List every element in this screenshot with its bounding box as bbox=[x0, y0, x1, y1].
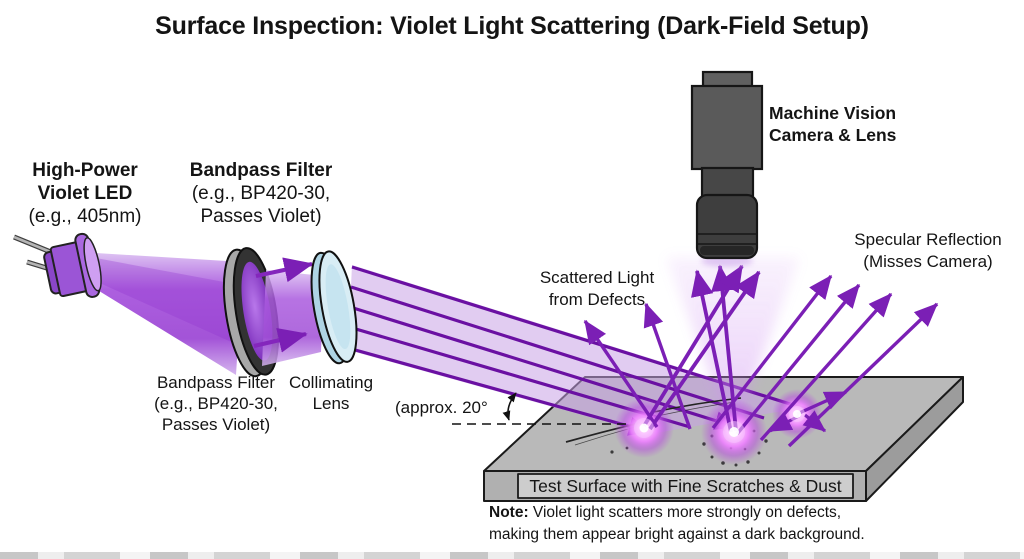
led-label: High-Power Violet LED (e.g., 405nm) bbox=[5, 159, 165, 228]
bottom-edge-strip bbox=[0, 552, 1024, 559]
scatter-arrow bbox=[642, 264, 744, 427]
specular-reflection-label: Specular Reflection (Misses Camera) bbox=[833, 229, 1023, 273]
bandpass-top-line1: Bandpass Filter bbox=[189, 160, 333, 181]
led-graphic bbox=[13, 232, 102, 298]
scattered-left-arrows bbox=[583, 302, 692, 430]
bandpass-bottom-line2: (e.g., BP420-30, bbox=[154, 394, 278, 413]
scatter-arrow bbox=[643, 302, 692, 430]
scatter-arrow bbox=[583, 319, 659, 428]
note-prefix: Note: bbox=[489, 504, 529, 521]
bandpass-top-line3: Passes Violet) bbox=[200, 206, 322, 227]
specular-arrow bbox=[711, 274, 833, 430]
led-body bbox=[43, 232, 102, 298]
bandpass-bottom-line1: Bandpass Filter bbox=[156, 373, 276, 392]
camera-label-line2: Camera & Lens bbox=[769, 125, 897, 145]
note-line2: making them appear bright against a dark… bbox=[489, 525, 865, 543]
beam-ray bbox=[349, 305, 738, 430]
specular-arrow bbox=[735, 283, 861, 436]
camera-label: Machine Vision Camera & Lens bbox=[769, 102, 896, 146]
led-light-cone bbox=[91, 253, 243, 375]
camera-body bbox=[690, 84, 764, 171]
diagram-title: Surface Inspection: Violet Light Scatter… bbox=[155, 12, 869, 40]
scattered-line1: Scattered Light bbox=[539, 268, 655, 287]
bandpass-bottom-line3: Passes Violet) bbox=[161, 415, 271, 434]
glow-spot-cores bbox=[634, 406, 805, 443]
angle-annotation bbox=[452, 392, 632, 425]
bandpass-filter-label-top: Bandpass Filter (e.g., BP420-30, Passes … bbox=[171, 159, 351, 228]
led-label-line1: High-Power bbox=[32, 160, 138, 181]
camera-neck bbox=[700, 166, 755, 198]
collimating-lens-graphic bbox=[310, 250, 358, 365]
scatter-arrow bbox=[802, 410, 826, 433]
test-surface-label: Test Surface with Fine Scratches & Dust bbox=[529, 476, 842, 496]
angle-arc-arrow bbox=[502, 392, 517, 421]
bandpass-top-line2: (e.g., BP420-30, bbox=[191, 183, 331, 204]
collimating-lens-label: Collimating Lens bbox=[281, 372, 381, 414]
scatter-arrow bbox=[691, 269, 733, 433]
angle-label: (approx. 20° bbox=[395, 398, 488, 417]
camera-lens-barrel bbox=[695, 193, 759, 260]
camera-top-cap bbox=[701, 70, 754, 89]
scattered-line2: from Defects bbox=[548, 290, 646, 309]
led-label-line2: Violet LED bbox=[37, 183, 133, 204]
collimating-line1: Collimating bbox=[288, 373, 374, 392]
specular-line2: (Misses Camera) bbox=[863, 252, 993, 271]
beam-arrow bbox=[253, 327, 308, 353]
scattered-light-label: Scattered Light from Defects bbox=[517, 267, 677, 311]
beam-ray bbox=[347, 346, 652, 436]
surface-label-box bbox=[517, 473, 854, 499]
beam-band bbox=[348, 265, 806, 434]
led-label-line3: (e.g., 405nm) bbox=[28, 206, 142, 227]
note-line1: Note: Violet light scatters more strongl… bbox=[489, 502, 865, 524]
camera-label-line1: Machine Vision bbox=[769, 103, 897, 123]
filter-to-lens-arrows bbox=[253, 257, 314, 353]
specular-line1: Specular Reflection bbox=[854, 230, 1002, 249]
bandpass-filter-label-bottom: Bandpass Filter (e.g., BP420-30, Passes … bbox=[126, 372, 306, 435]
beam-arrow bbox=[255, 257, 314, 283]
led-light-cone-core bbox=[93, 258, 240, 345]
scatter-glow-cone bbox=[666, 257, 800, 434]
collimating-line2: Lens bbox=[312, 394, 350, 413]
camera-graphic bbox=[690, 70, 764, 267]
beam-ray bbox=[350, 285, 765, 420]
note-line1-text: Violet light scatters more strongly on d… bbox=[528, 504, 842, 521]
scatter-arrow bbox=[648, 270, 761, 431]
note-text: Note: Violet light scatters more strongl… bbox=[489, 502, 865, 545]
lens-front bbox=[700, 246, 754, 255]
